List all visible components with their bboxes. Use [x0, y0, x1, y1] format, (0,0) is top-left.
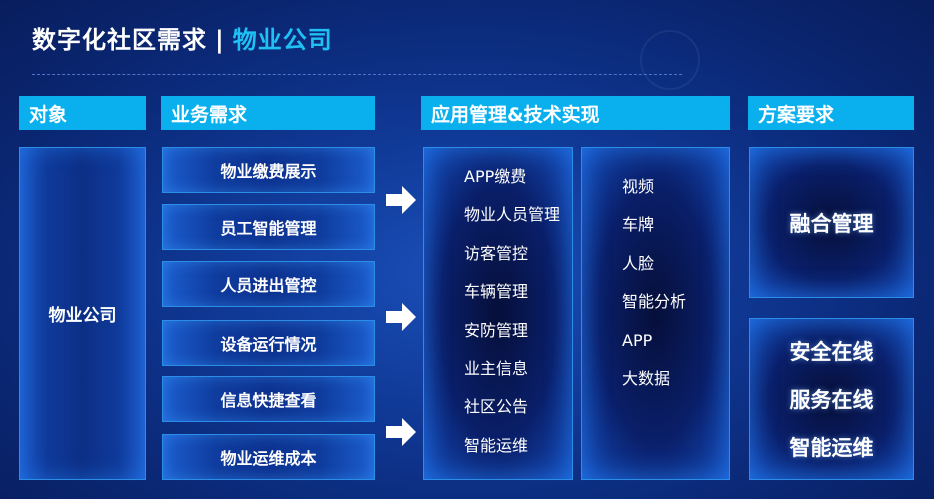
header-business: 业务需求: [161, 96, 375, 130]
business-item: 设备运行情况: [162, 320, 375, 366]
business-item: 人员进出管控: [162, 261, 375, 307]
watermark-logo: [640, 30, 700, 90]
list-item: 智能运维: [464, 435, 529, 455]
list-item: 大数据: [622, 368, 671, 388]
list-item: APP: [622, 330, 653, 350]
solution-item: 服务在线: [789, 388, 874, 412]
application-left-panel: APP缴费 物业人员管理 访客管控 车辆管理 安防管理 业主信息 社区公告 智能…: [423, 147, 573, 480]
list-item: 车牌: [622, 215, 655, 235]
title-divider: [32, 74, 682, 75]
header-solution: 方案要求: [748, 96, 914, 130]
list-item: APP缴费: [464, 167, 527, 186]
application-right-panel: 视频 车牌 人脸 智能分析 APP 大数据: [581, 147, 730, 480]
application-left-list: APP缴费 物业人员管理 访客管控 车辆管理 安防管理 业主信息 社区公告 智能…: [464, 158, 560, 465]
right-arrow-icon: [386, 418, 416, 446]
business-item: 员工智能管理: [162, 204, 375, 250]
business-item: 物业运维成本: [162, 434, 375, 480]
page-title-separator: |: [215, 26, 225, 54]
solution-bottom-panel: 安全在线 服务在线 智能运维: [749, 318, 914, 480]
solution-top-item: 融合管理: [789, 211, 874, 236]
solution-top-panel: 融合管理: [749, 147, 914, 298]
list-item: 视频: [622, 177, 655, 196]
list-item: 物业人员管理: [464, 205, 561, 225]
object-item: 物业公司: [48, 306, 117, 326]
list-item: 安防管理: [464, 320, 529, 340]
business-item: 物业缴费展示: [162, 147, 375, 193]
solution-item: 智能运维: [789, 436, 874, 460]
right-arrow-icon: [386, 186, 416, 214]
list-item: 社区公告: [464, 397, 529, 417]
right-arrow-icon: [386, 303, 416, 331]
page-title-sub: 物业公司: [232, 26, 333, 54]
page-title-main: 数字化社区需求: [32, 26, 207, 54]
list-item: 业主信息: [464, 358, 529, 378]
list-item: 车辆管理: [464, 282, 529, 302]
application-right-list: 视频 车牌 人脸 智能分析 APP 大数据: [622, 168, 686, 398]
list-item: 访客管控: [464, 243, 529, 263]
solution-item: 安全在线: [789, 340, 874, 364]
header-application: 应用管理&技术实现: [421, 96, 730, 130]
business-item: 信息快捷查看: [162, 376, 375, 422]
page-title: 数字化社区需求 |物业公司: [32, 20, 333, 55]
header-object: 对象: [19, 96, 146, 130]
object-panel: 物业公司: [19, 147, 146, 480]
list-item: 人脸: [622, 253, 655, 273]
list-item: 智能分析: [622, 292, 687, 312]
